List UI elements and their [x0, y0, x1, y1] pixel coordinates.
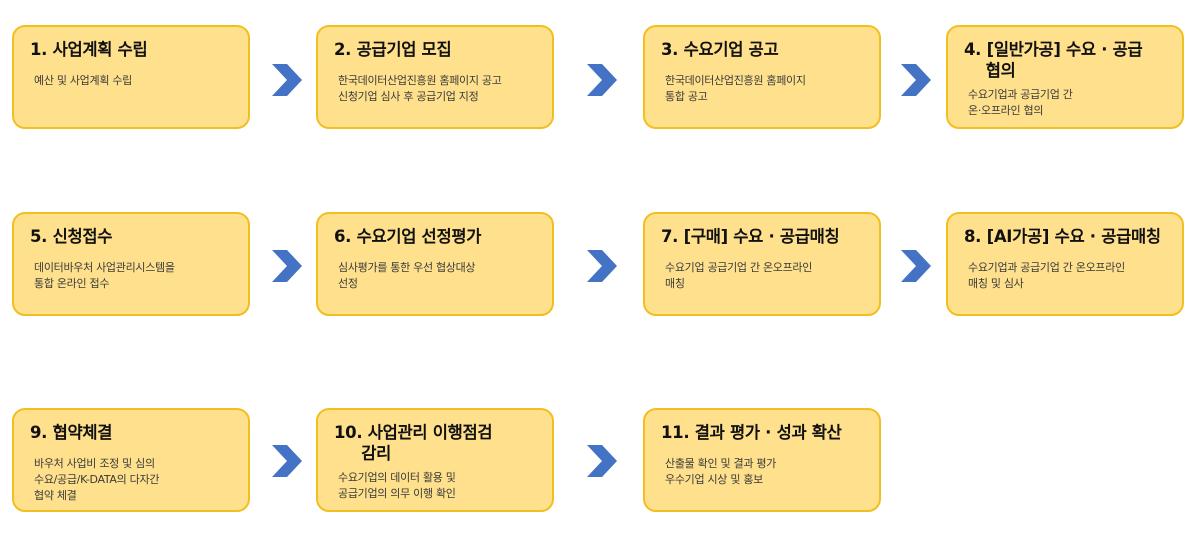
step-2-title: 2. 공급기업 모집: [334, 40, 452, 59]
chevron-right-icon: [585, 62, 619, 98]
step-3-box: 3. 수요기업 공고 한국데이터산업진흥원 홈페이지 통합 공고: [643, 25, 881, 129]
step-10-desc: 수요기업의 데이터 활용 및 공급기업의 의무 이행 확인: [338, 471, 456, 500]
step-9-desc: 바우처 사업비 조정 및 심의 수요/공급/K-DATA의 다자간 협약 체결: [34, 457, 160, 502]
chevron-right-icon: [899, 62, 933, 98]
step-5-desc: 데이터바우처 사업관리시스템을 통합 온라인 접수: [34, 261, 175, 290]
chevron-right-icon: [899, 248, 933, 284]
step-9-box: 9. 협약체결 바우처 사업비 조정 및 심의 수요/공급/K-DATA의 다자…: [12, 408, 250, 512]
step-7-desc: 수요기업 공급기업 간 온오프라인 매칭: [665, 261, 813, 290]
step-8-desc: 수요기업과 공급기업 간 온오프라인 매칭 및 심사: [968, 261, 1125, 290]
step-10-box: 10. 사업관리 이행점검 감리 수요기업의 데이터 활용 및 공급기업의 의무…: [316, 408, 554, 512]
step-6-title: 6. 수요기업 선정평가: [334, 227, 482, 246]
chevron-right-icon: [270, 62, 304, 98]
step-4-desc: 수요기업과 공급기업 간 온·오프라인 협의: [968, 88, 1073, 117]
step-3-desc: 한국데이터산업진흥원 홈페이지 통합 공고: [665, 74, 806, 103]
step-7-title: 7. [구매] 수요 · 공급매칭: [661, 227, 840, 246]
step-4-box: 4. [일반가공] 수요 · 공급 협의 수요기업과 공급기업 간 온·오프라인…: [946, 25, 1184, 129]
step-11-desc: 산출물 확인 및 결과 평가 우수기업 시상 및 홍보: [665, 457, 776, 486]
step-11-box: 11. 결과 평가 · 성과 확산 산출물 확인 및 결과 평가 우수기업 시상…: [643, 408, 881, 512]
chevron-right-icon: [585, 248, 619, 284]
step-6-desc: 심사평가를 통한 우선 협상대상 선정: [338, 261, 476, 290]
chevron-right-icon: [585, 443, 619, 479]
step-11-title: 11. 결과 평가 · 성과 확산: [661, 423, 842, 442]
step-3-title: 3. 수요기업 공고: [661, 40, 779, 59]
step-10-title: 10. 사업관리 이행점검 감리: [334, 423, 493, 463]
step-9-title: 9. 협약체결: [30, 423, 113, 442]
step-5-title: 5. 신청접수: [30, 227, 113, 246]
step-2-desc: 한국데이터산업진흥원 홈페이지 공고 신청기업 심사 후 공급기업 지정: [338, 74, 502, 103]
step-6-box: 6. 수요기업 선정평가 심사평가를 통한 우선 협상대상 선정: [316, 212, 554, 316]
step-7-box: 7. [구매] 수요 · 공급매칭 수요기업 공급기업 간 온오프라인 매칭: [643, 212, 881, 316]
chevron-right-icon: [270, 443, 304, 479]
step-1-box: 1. 사업계획 수립 예산 및 사업계획 수립: [12, 25, 250, 129]
step-1-title: 1. 사업계획 수립: [30, 40, 148, 59]
step-2-box: 2. 공급기업 모집 한국데이터산업진흥원 홈페이지 공고 신청기업 심사 후 …: [316, 25, 554, 129]
step-8-title: 8. [AI가공] 수요 · 공급매칭: [964, 227, 1161, 246]
chevron-right-icon: [270, 248, 304, 284]
step-4-title: 4. [일반가공] 수요 · 공급 협의: [964, 40, 1143, 80]
step-1-desc: 예산 및 사업계획 수립: [34, 74, 132, 87]
step-5-box: 5. 신청접수 데이터바우처 사업관리시스템을 통합 온라인 접수: [12, 212, 250, 316]
step-8-box: 8. [AI가공] 수요 · 공급매칭 수요기업과 공급기업 간 온오프라인 매…: [946, 212, 1184, 316]
